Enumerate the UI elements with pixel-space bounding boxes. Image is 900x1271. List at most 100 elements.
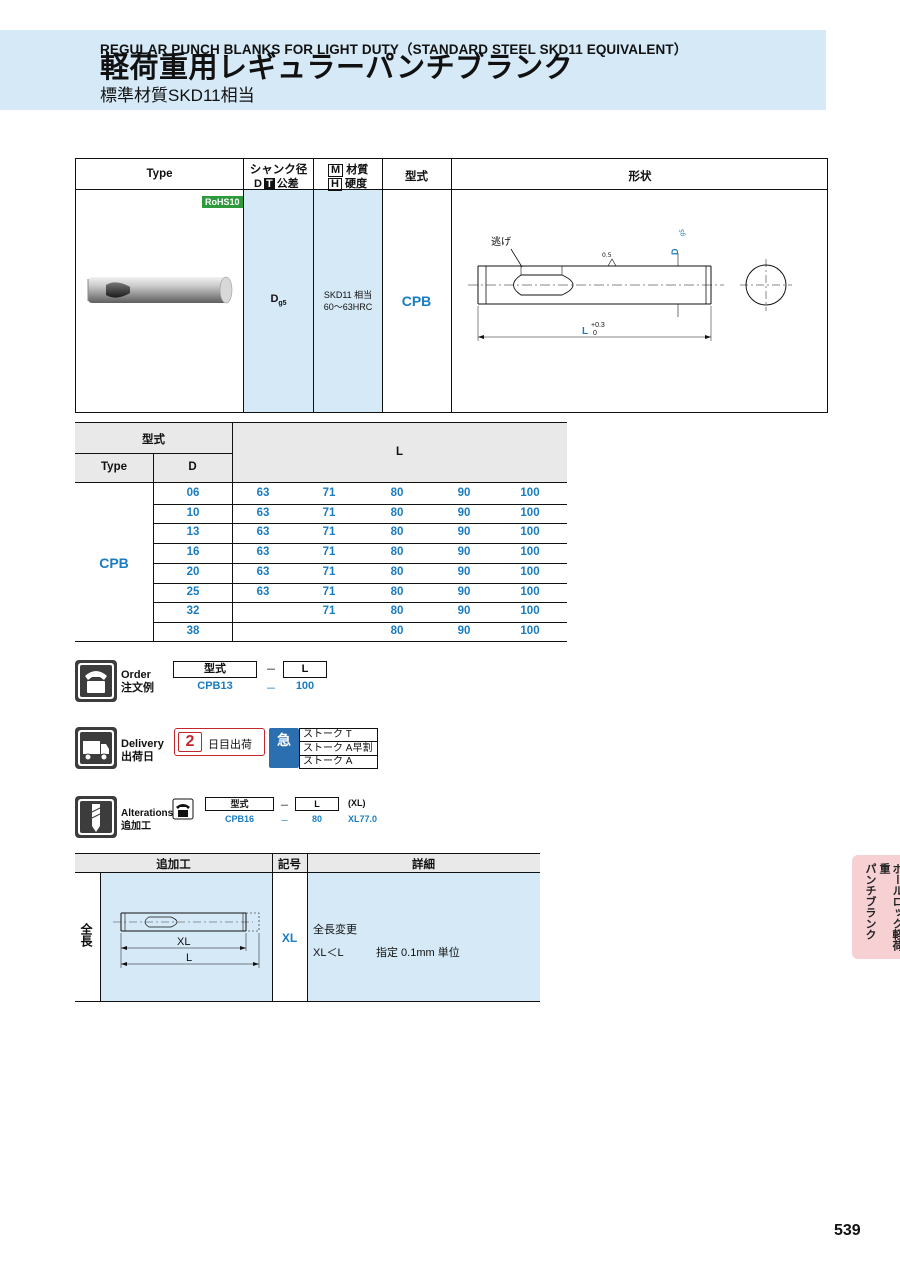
header-detail: 詳細	[412, 859, 435, 871]
size-l-cell: 90	[457, 526, 471, 539]
material-value: SKD11 相当 60～63HRC	[323, 290, 373, 312]
size-table-header	[75, 422, 567, 483]
dim-xl-label: XL	[177, 936, 190, 948]
size-l-cell: 100	[520, 624, 540, 637]
size-l-cell: 90	[457, 546, 471, 559]
header-hardness: H 硬度	[328, 175, 367, 191]
size-d-cell: 32	[186, 605, 200, 618]
length-tol-upper: +0.3	[591, 322, 605, 329]
size-l-cell: 100	[520, 506, 540, 519]
size-d-cell: 38	[186, 624, 200, 637]
shape-drawing: 逃げ 0.5 D g5 L +0.3 0	[468, 229, 792, 341]
alt-example-l: 80	[311, 814, 322, 824]
order-example-l: 100	[295, 680, 315, 692]
relief-label: 逃げ	[491, 235, 511, 248]
delivery-days-box	[174, 728, 265, 756]
size-l-cell: 80	[390, 565, 404, 578]
header-shank: シャンク径	[249, 164, 308, 176]
size-l-cell: 100	[520, 585, 540, 598]
delivery-option: ストーク T	[300, 729, 377, 742]
detail-line-2b: 指定 0.1mm 単位	[376, 947, 460, 959]
size-l-cell: 63	[256, 585, 270, 598]
size-l-cell: 90	[457, 624, 471, 637]
order-example-model: CPB13	[197, 680, 233, 692]
delivery-days: 2	[178, 732, 202, 752]
size-l-cell: 100	[520, 546, 540, 559]
size-l-cell: 100	[520, 487, 540, 499]
alteration-table: 追加工 記号 詳細 全長 XL L XL 全長変更 XL＜L 指定 0.1mm …	[75, 853, 540, 1003]
truck-icon	[75, 727, 117, 769]
alt-dash: －	[279, 801, 290, 812]
alt-col-xl: (XL)	[348, 798, 366, 808]
size-d-cell: 10	[186, 506, 200, 519]
size-l-cell: 71	[322, 605, 336, 618]
detail-line-1: 全長変更	[313, 924, 357, 936]
header-model: 型式	[142, 434, 165, 446]
size-l-cell: 100	[520, 605, 540, 618]
delivery-days-label: 日目出荷	[208, 739, 252, 751]
dia-sub: g5	[680, 229, 686, 236]
page-number: 539	[834, 1222, 861, 1239]
order-col-l: L	[283, 661, 327, 678]
size-d-cell: 20	[186, 565, 200, 578]
order-col-model: 型式	[173, 661, 257, 678]
size-d-cell: 06	[186, 487, 200, 499]
size-l-cell: 90	[457, 605, 471, 618]
size-l-cell: 63	[256, 487, 270, 499]
size-l-cell: 100	[520, 565, 540, 578]
size-l-cell: 80	[390, 585, 404, 598]
size-l-cell: 71	[322, 487, 336, 499]
header-process: 追加工	[156, 859, 191, 871]
model-value: CPB	[401, 293, 432, 309]
size-l-cell: 90	[457, 487, 471, 499]
header-type: Type	[146, 168, 173, 180]
length-label: L	[582, 326, 588, 337]
size-d-cell: 13	[186, 526, 200, 539]
length-tol-lower: 0	[593, 330, 597, 337]
alt-detail-cell	[307, 873, 540, 1002]
alt-example-xl: XL77.0	[348, 814, 378, 824]
size-l-cell: 80	[390, 605, 404, 618]
order-icon	[75, 660, 117, 702]
section-tab-line2: パンチブランク	[864, 863, 876, 940]
alt-drawing-cell	[100, 873, 272, 1002]
type-value: CPB	[99, 555, 129, 571]
size-l-cell: 63	[256, 526, 270, 539]
phone-icon	[172, 798, 194, 820]
size-l-cell: 71	[322, 546, 336, 559]
size-l-cell: 80	[390, 487, 404, 499]
row-label: 全長	[79, 923, 93, 947]
delivery-options: ストーク T ストーク A早割 ストーク A	[299, 728, 378, 769]
size-l-cell: 100	[520, 526, 540, 539]
alt-col-l: L	[295, 797, 339, 811]
size-l-cell: 80	[390, 546, 404, 559]
size-l-cell: 80	[390, 526, 404, 539]
size-l-cell: 63	[256, 506, 270, 519]
header-code: 記号	[278, 859, 301, 871]
size-l-cell: 90	[457, 506, 471, 519]
title-english: REGULAR PUNCH BLANKS FOR LIGHT DUTY（STAN…	[100, 42, 688, 57]
dia-label: D	[670, 248, 680, 255]
size-l-cell: 80	[390, 506, 404, 519]
size-l-cell: 71	[322, 565, 336, 578]
alt-example-model: CPB16	[224, 814, 254, 824]
order-example-dash: －	[265, 683, 277, 695]
rohs-badge: RoHS10	[202, 196, 243, 208]
size-l-cell: 63	[256, 565, 270, 578]
detail-line-2a: XL＜L	[313, 947, 344, 959]
size-l-cell: 80	[390, 624, 404, 637]
subtitle: 標準材質SKD11相当	[100, 86, 255, 105]
size-d-cell: 25	[186, 585, 200, 598]
size-l-cell: 71	[322, 585, 336, 598]
section-tab[interactable]: ボールロック軽荷重 パンチブランク	[852, 855, 900, 959]
product-image	[87, 276, 233, 304]
size-l-cell: 90	[457, 585, 471, 598]
code-value: XL	[281, 931, 298, 945]
size-l-cell: 71	[322, 526, 336, 539]
shank-value: Dg5	[270, 293, 287, 308]
express-badge: 急	[269, 728, 299, 768]
alt-col-model: 型式	[205, 797, 274, 811]
alt-drawing: XL L	[113, 912, 260, 968]
